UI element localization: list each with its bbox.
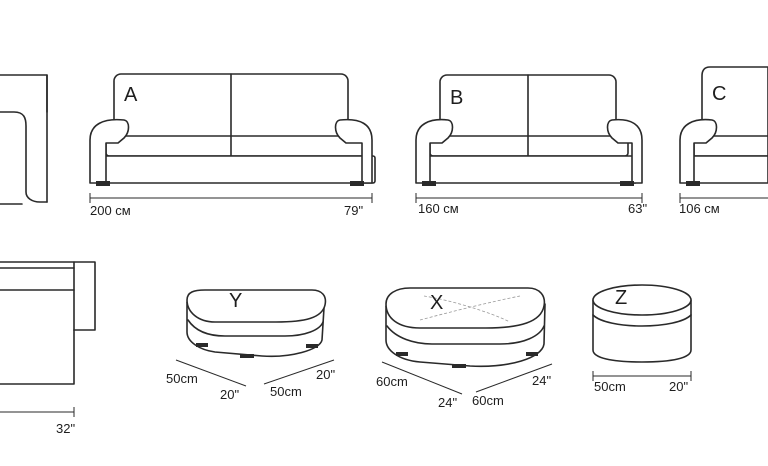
- ottoman-x-drawing: [381, 287, 553, 395]
- corner-unit-drawing: [0, 261, 96, 417]
- sofa-a-dim-cm: 200 см: [90, 203, 131, 218]
- partial-sofa-left: [0, 74, 48, 205]
- ottoman-z-drawing: [592, 284, 692, 381]
- ottoman-y-dim-cm-left: 50cm: [166, 371, 198, 386]
- sofa-b-dim-cm: 160 см: [418, 201, 459, 216]
- ottoman-x-dim-cm-right: 60cm: [472, 393, 504, 408]
- ottoman-y-dim-cm-right: 50cm: [270, 384, 302, 399]
- ottoman-x-dim-in-right: 24": [532, 373, 552, 388]
- sofa-a-dim-in: 79": [344, 203, 364, 218]
- ottoman-x-dim-in-left: 24": [438, 395, 458, 410]
- ottoman-y-dim-in-left: 20": [220, 387, 240, 402]
- sofa-b-dim-in: 63": [628, 201, 648, 216]
- sofa-c-dim-cm: 106 см: [679, 201, 720, 216]
- sofa-b-label: B: [450, 87, 464, 109]
- ottoman-y-label: Y: [229, 290, 243, 312]
- ottoman-z-dim-cm: 50cm: [594, 379, 626, 394]
- ottoman-y-dim-in-right: 20": [316, 367, 336, 382]
- sofa-a-label: A: [124, 84, 138, 106]
- sofa-c-label: C: [712, 83, 727, 105]
- ottoman-z-label: Z: [615, 287, 628, 309]
- sofa-c-drawing: [679, 66, 768, 203]
- sofa-b-drawing: [415, 74, 643, 203]
- ottoman-z-dim-in: 20": [669, 379, 689, 394]
- corner-unit-dim-in: 32": [56, 421, 76, 436]
- ottoman-y-drawing: [175, 289, 335, 387]
- ottoman-x-dim-cm-left: 60cm: [376, 374, 408, 389]
- ottoman-x-label: X: [430, 292, 444, 314]
- sofa-a-drawing: [89, 73, 376, 203]
